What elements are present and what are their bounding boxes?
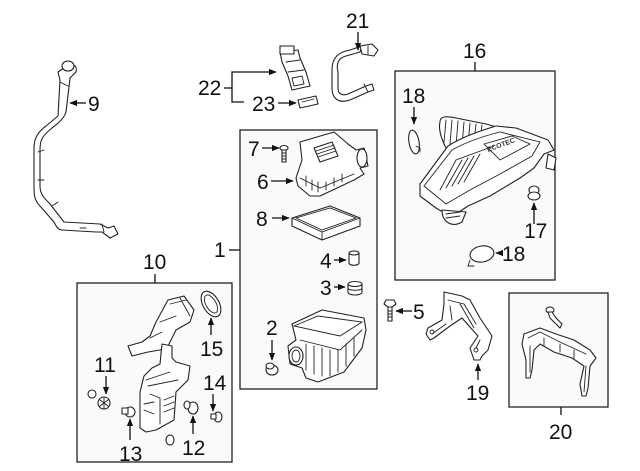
part-23-seal[interactable] <box>297 95 319 109</box>
part-12-grommet[interactable] <box>183 400 199 415</box>
callout-18-upper[interactable]: 18 <box>402 85 425 108</box>
part-lower-air-cleaner-housing[interactable] <box>287 309 367 383</box>
part-20-stud[interactable] <box>545 306 563 329</box>
part-10-resonator-assembly[interactable] <box>127 295 195 433</box>
leader-22-23 <box>231 88 244 103</box>
callout-8[interactable]: 8 <box>256 208 268 231</box>
callout-6[interactable]: 6 <box>257 171 269 194</box>
part-11-grommet[interactable] <box>87 389 111 410</box>
callout-7[interactable]: 7 <box>248 138 260 161</box>
callout-9[interactable]: 9 <box>88 93 100 116</box>
callout-10[interactable]: 10 <box>143 251 166 274</box>
callout-21[interactable]: 21 <box>346 10 369 33</box>
part-2-grommet[interactable] <box>265 362 279 376</box>
callout-20[interactable]: 20 <box>549 421 572 444</box>
part-14-push-pin[interactable] <box>210 411 223 423</box>
callout-22[interactable]: 22 <box>198 77 221 100</box>
callout-16[interactable]: 16 <box>463 40 486 63</box>
part-4-insulator[interactable] <box>348 250 360 266</box>
callout-15[interactable]: 15 <box>200 338 223 361</box>
part-21-vent-hose[interactable] <box>331 43 379 102</box>
callout-1[interactable]: 1 <box>214 239 226 262</box>
callout-13[interactable]: 13 <box>119 443 142 466</box>
callout-17[interactable]: 17 <box>524 220 547 243</box>
part-15-seal[interactable] <box>197 288 225 320</box>
callout-2[interactable]: 2 <box>266 317 278 340</box>
callout-19[interactable]: 19 <box>466 382 489 405</box>
part-18-clamp-upper[interactable] <box>407 129 421 155</box>
part-7-screw[interactable] <box>279 144 289 163</box>
part-13-push-pin[interactable] <box>121 406 136 418</box>
callout-14[interactable]: 14 <box>203 372 227 395</box>
part-8-air-filter-element[interactable] <box>291 205 361 241</box>
callout-23[interactable]: 23 <box>252 93 275 116</box>
part-3-insulator[interactable] <box>347 280 363 296</box>
callout-12[interactable]: 12 <box>182 437 205 460</box>
callout-11[interactable]: 11 <box>94 354 116 377</box>
part-5-bolt[interactable] <box>383 299 397 322</box>
callout-3[interactable]: 3 <box>320 277 332 300</box>
part-20-bracket-assembly[interactable] <box>521 327 597 397</box>
callout-18-lower[interactable]: 18 <box>502 243 525 266</box>
callout-4[interactable]: 4 <box>320 250 332 273</box>
part-6-air-cleaner-cover[interactable] <box>295 131 369 197</box>
callout-5[interactable]: 5 <box>413 301 425 324</box>
part-17-grommet[interactable] <box>527 185 541 201</box>
part-16-air-intake-duct[interactable]: ECOTEC <box>419 116 557 225</box>
part-22-mass-air-flow-sensor[interactable] <box>279 45 311 91</box>
part-12-grommet-secondary[interactable] <box>165 434 175 446</box>
part-9-vent-hose[interactable] <box>33 60 119 239</box>
part-18-clamp-lower[interactable] <box>467 244 495 267</box>
leader-22 <box>231 68 277 88</box>
part-19-bracket[interactable] <box>425 291 493 361</box>
